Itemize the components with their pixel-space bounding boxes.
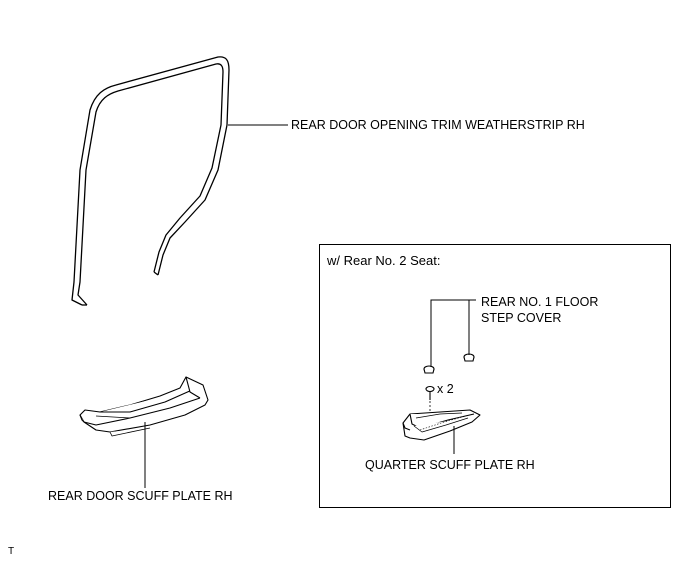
weatherstrip-label: REAR DOOR OPENING TRIM WEATHERSTRIP RH bbox=[291, 118, 585, 132]
floor-step-label-line1: REAR NO. 1 FLOOR bbox=[481, 295, 599, 309]
quarter-scuff-plate-part bbox=[402, 409, 481, 441]
rear-no2-seat-inset bbox=[319, 244, 671, 508]
quarter-scuff-label: QUARTER SCUFF PLATE RH bbox=[365, 458, 535, 472]
scuff-plate-label: REAR DOOR SCUFF PLATE RH bbox=[48, 489, 233, 503]
clip-part bbox=[425, 385, 435, 400]
weatherstrip-part bbox=[71, 56, 230, 306]
floor-step-cover-left-part bbox=[423, 365, 435, 374]
corner-mark: T bbox=[8, 546, 15, 557]
inset-title: w/ Rear No. 2 Seat: bbox=[327, 253, 441, 268]
floor-step-leader-left bbox=[430, 299, 476, 367]
clip-count-label: x 2 bbox=[437, 382, 454, 396]
scuff-plate-part bbox=[79, 376, 209, 437]
floor-step-label-line2: STEP COVER bbox=[481, 311, 562, 325]
floor-step-cover-right-part bbox=[463, 353, 475, 362]
